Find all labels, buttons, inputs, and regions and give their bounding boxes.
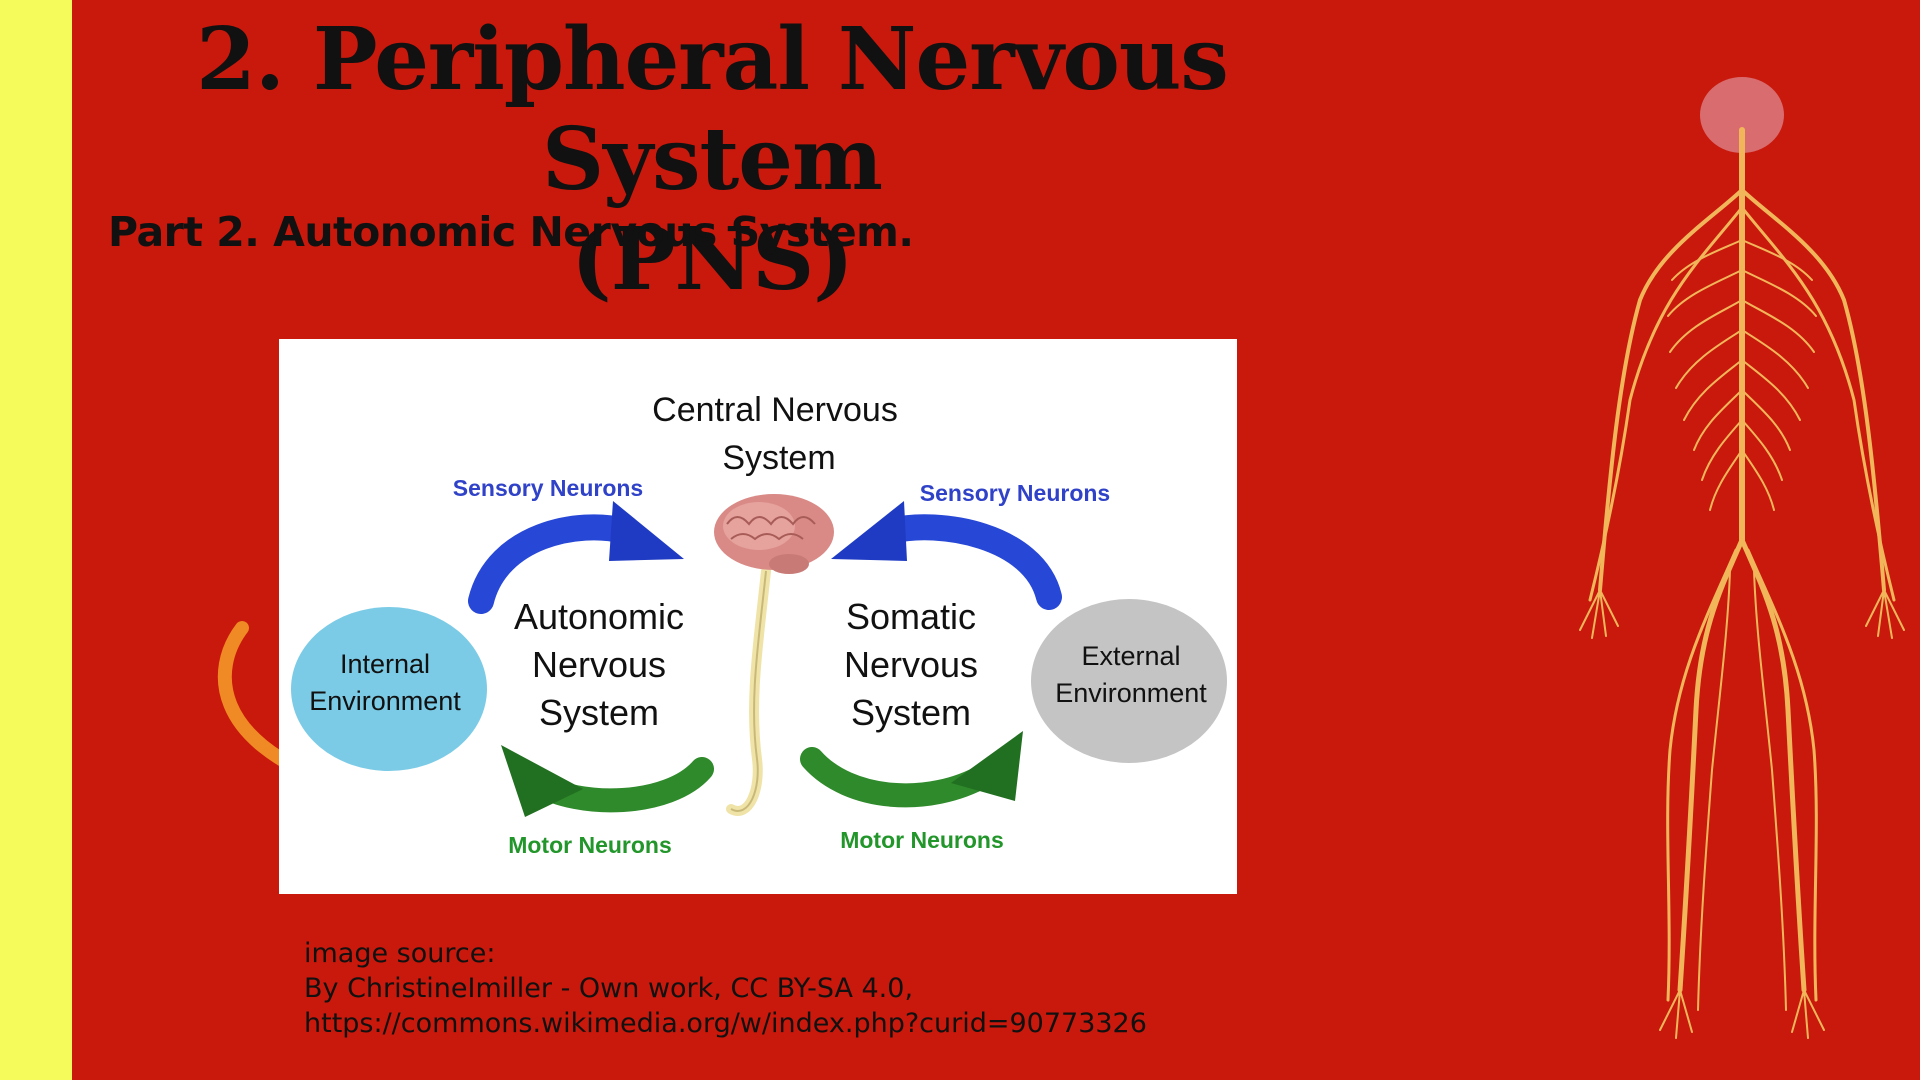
somatic-label-line-3: System [851,692,971,733]
figure-brain-icon [1700,77,1784,153]
autonomic-label-line-3: System [539,692,659,733]
caption-line-1: image source: [304,938,496,969]
left-accent-band [0,0,72,1080]
sensory-neurons-label-right: Sensory Neurons [920,480,1110,506]
brain-icon [714,494,834,574]
image-source-caption: image source: By ChristineImiller - Own … [304,936,1304,1041]
nervous-system-body-illustration [1579,77,1905,1039]
somatic-label-line-2: Nervous [844,644,978,685]
slide-title: 2. Peripheral Nervous System (PNS) [92,10,1332,310]
autonomic-label-line-2: Nervous [532,644,666,685]
motor-neurons-label-right: Motor Neurons [840,827,1004,853]
internal-label-line-1: Internal [340,649,430,679]
motor-arrow-right [800,731,1023,808]
title-line-2: (PNS) [571,209,854,310]
sensory-neurons-label-left: Sensory Neurons [453,475,643,501]
internal-label-line-2: Environment [309,686,461,716]
sensory-arrow-left [468,501,684,614]
external-label-line-2: Environment [1055,678,1207,708]
autonomic-label-line-1: Autonomic [514,596,684,637]
title-line-1: 2. Peripheral Nervous System [196,9,1229,210]
cns-label-line-2: System [722,439,835,477]
sensory-arrow-right [831,501,1062,610]
spinal-cord [726,566,771,816]
nervous-system-diagram: Central Nervous System Autonomic Nervous… [279,339,1237,894]
external-environment-node [1031,599,1227,763]
internal-environment-node [291,607,487,771]
external-label-line-1: External [1081,641,1180,671]
motor-arrow-left [501,745,714,817]
motor-neurons-label-left: Motor Neurons [508,832,672,858]
slide-subtitle: Part 2. Autonomic Nervous System. [108,208,914,256]
caption-line-3[interactable]: https://commons.wikimedia.org/w/index.ph… [304,1008,1147,1039]
somatic-label-line-1: Somatic [846,596,976,637]
caption-line-2: By ChristineImiller - Own work, CC BY-SA… [304,973,914,1004]
cns-label-line-1: Central Nervous [652,391,898,429]
